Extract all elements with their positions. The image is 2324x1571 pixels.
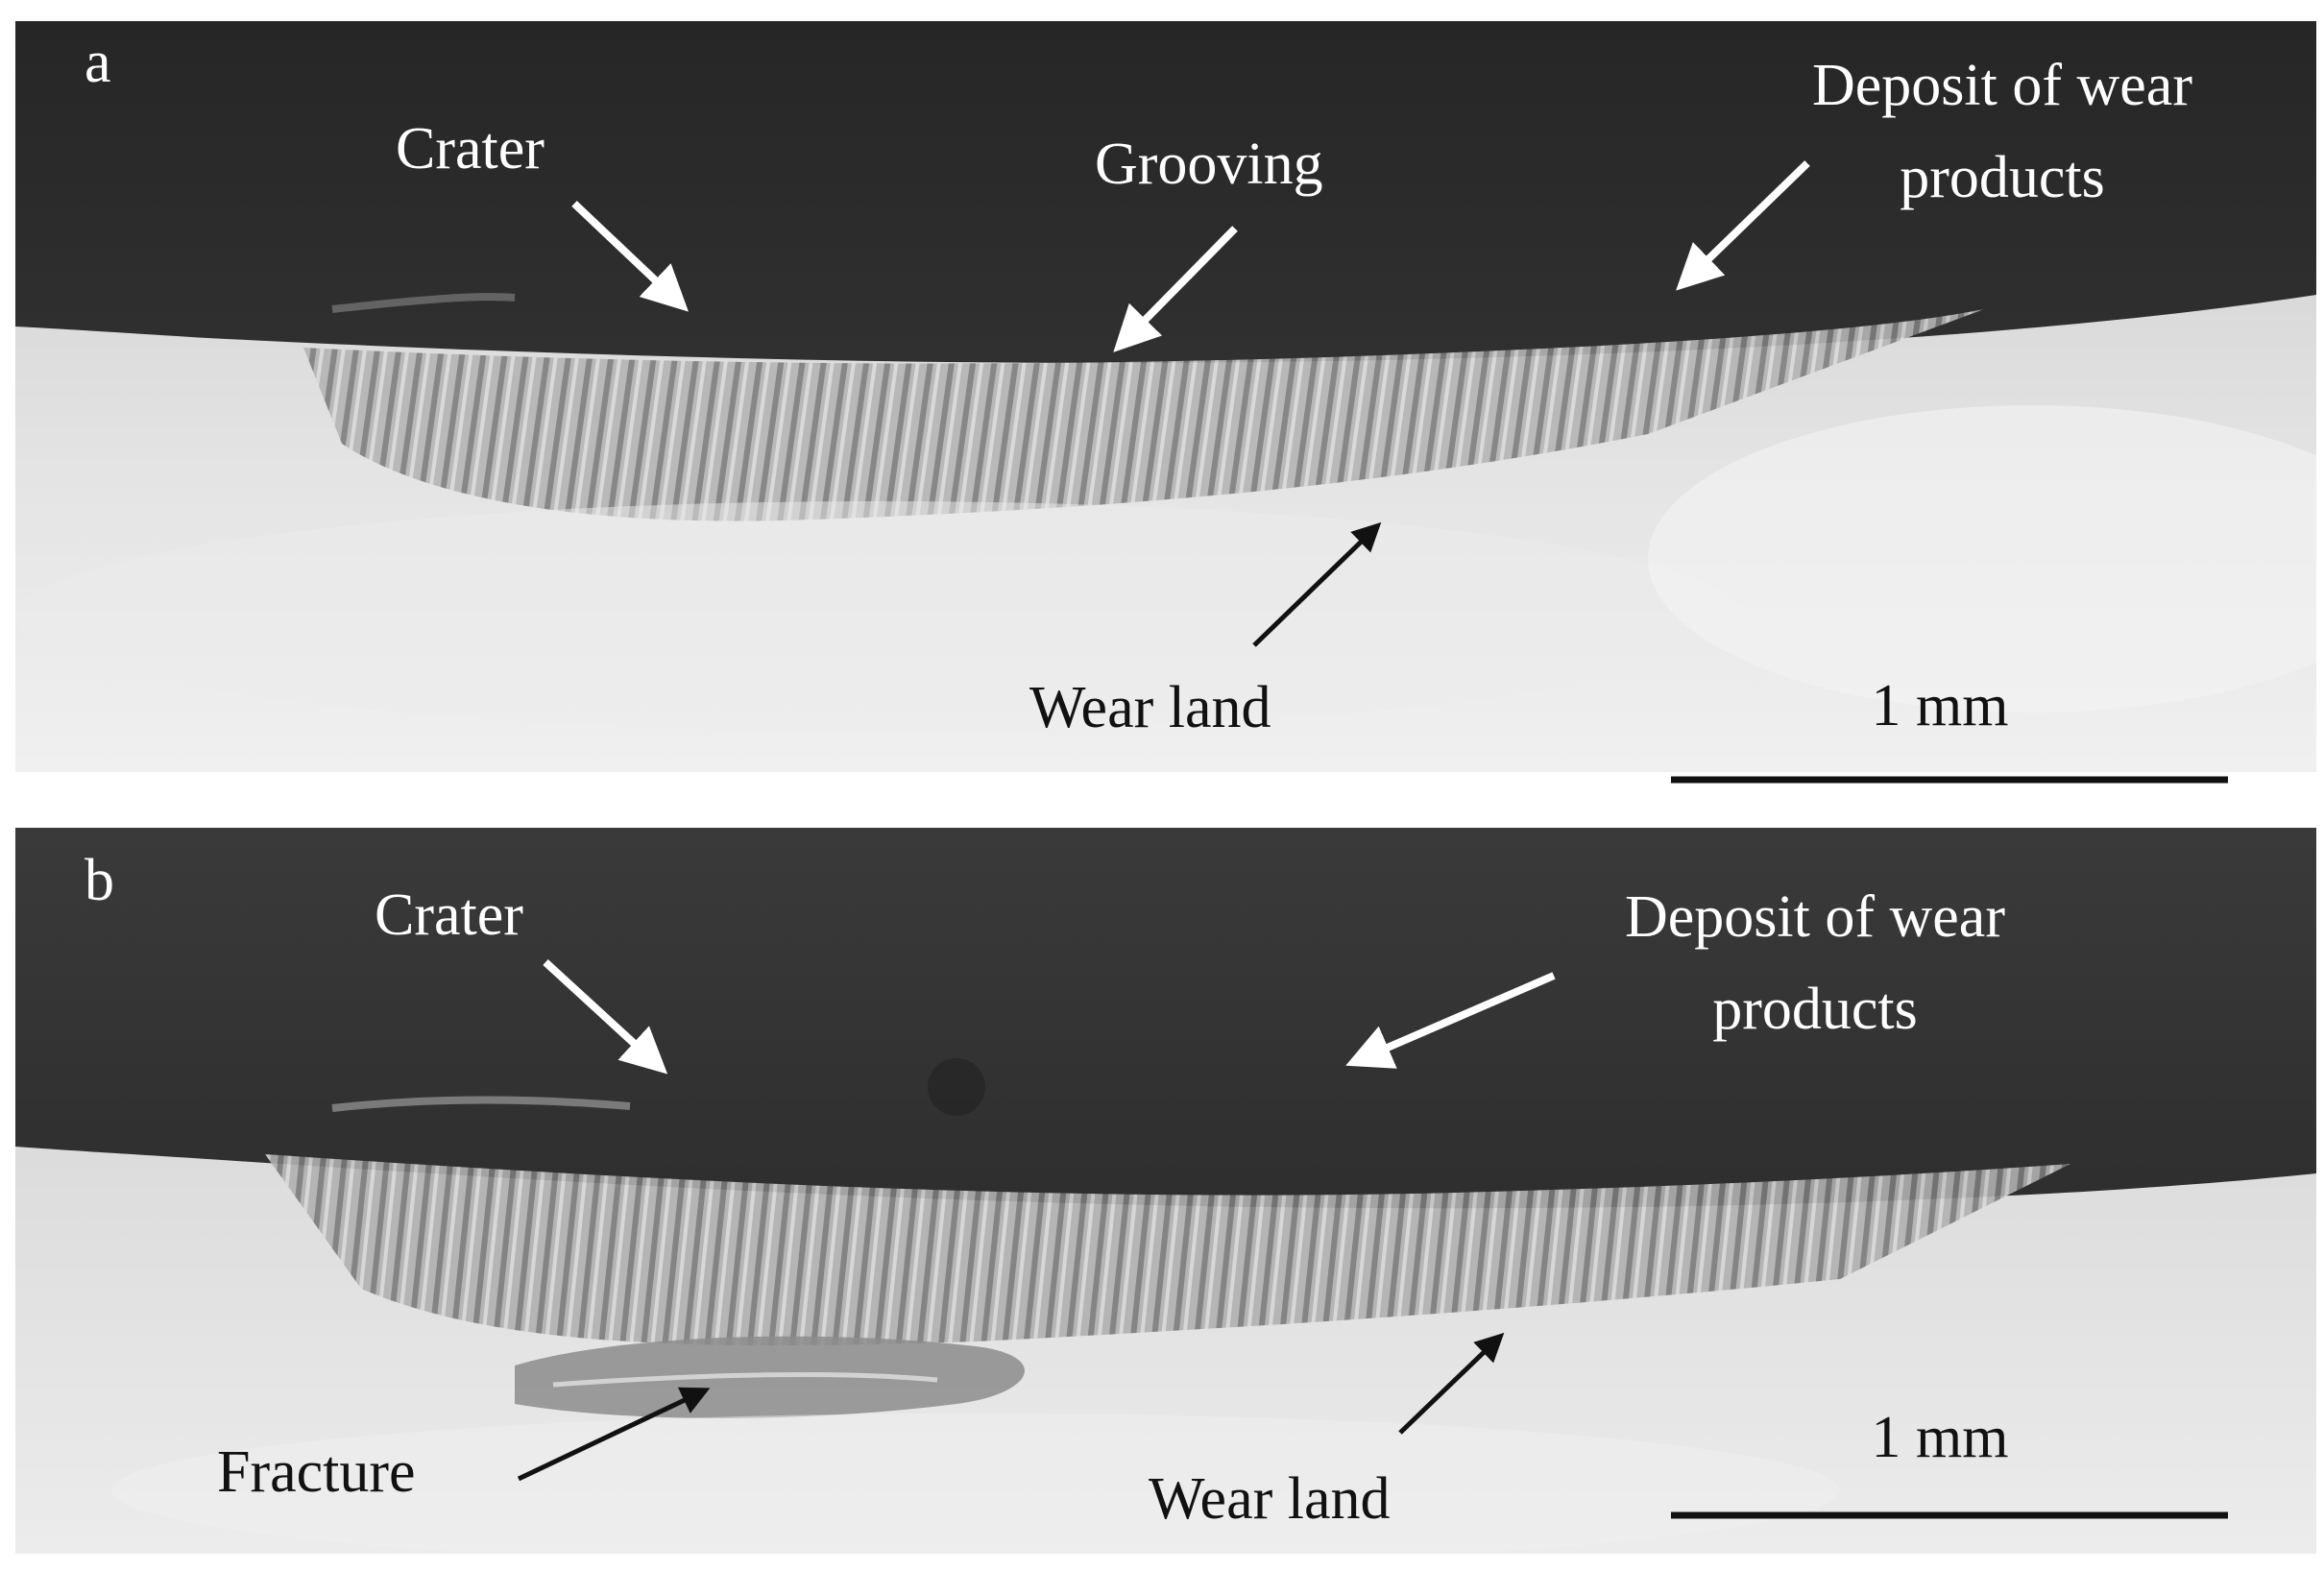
panel-b-letter: b — [85, 848, 114, 913]
micrograph-b-image — [15, 828, 2316, 1554]
panel-b-fracture-label: Fracture — [217, 1439, 416, 1505]
micrograph-panel-b — [15, 828, 2316, 1554]
panel-a-deposit-label-line2: products — [1900, 145, 2105, 210]
panel-b-crater-label: Crater — [375, 882, 523, 948]
panel-a-crater-label: Crater — [396, 116, 545, 181]
panel-a-grooving-label: Grooving — [1095, 132, 1323, 197]
panel-a-deposit-label-line1: Deposit of wear — [1812, 53, 2192, 118]
panel-a-letter: a — [85, 30, 111, 95]
panel-b-scale-label: 1 mm — [1871, 1405, 2009, 1470]
panel-a-scale-label: 1 mm — [1871, 673, 2009, 738]
panel-b-deposit-label-line2: products — [1712, 977, 1918, 1042]
panel-b-wear-land-label: Wear land — [1149, 1466, 1391, 1532]
panel-b-deposit-label-line1: Deposit of wear — [1625, 884, 2005, 950]
panel-a-wear-land-label: Wear land — [1029, 675, 1271, 740]
